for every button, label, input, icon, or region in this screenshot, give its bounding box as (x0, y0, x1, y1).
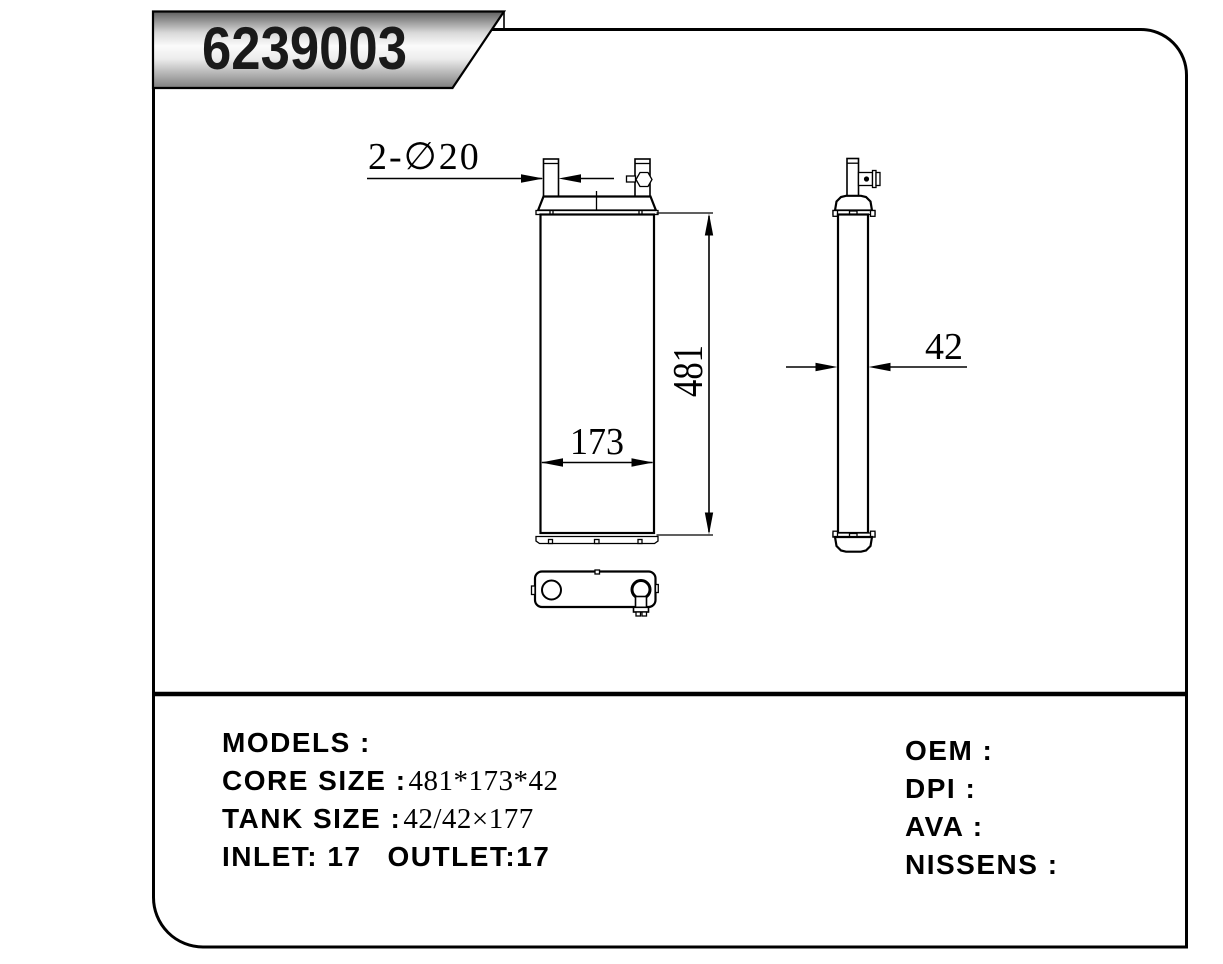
header-tab (869, 209, 876, 217)
bottom-view (530, 569, 659, 617)
dim-core-width-label: 173 (570, 421, 624, 463)
dim-core-depth: 42 (786, 326, 967, 372)
spec-tank-size: TANK SIZE :42/42×177 (222, 803, 534, 835)
dim-arrowhead (704, 213, 714, 236)
bleed-valve-stub (625, 175, 637, 183)
sheet-border (152, 28, 1188, 949)
spec-outlet: OUTLET:17 (388, 841, 551, 872)
spec-block: MODELS : CORE SIZE :481*173*42 TANK SIZE… (222, 727, 1059, 880)
side-pipe (846, 157, 860, 198)
spec-inlet-outlet: INLET: 17 OUTLET:17 (222, 841, 550, 872)
title-banner: 6239003 (151, 10, 507, 90)
spec-core-size-value: 481*173*42 (409, 765, 559, 797)
dim-arrowhead (815, 362, 838, 372)
spec-inlet: INLET: 17 (222, 841, 362, 872)
side-top-tank (833, 194, 874, 212)
bottom-valve-pin (641, 611, 648, 617)
side-body (836, 213, 870, 535)
dim-arrowhead (521, 174, 544, 183)
bottom-view-left-tab (530, 585, 536, 596)
spec-core-size-label: CORE SIZE : (222, 765, 407, 796)
front-core (539, 213, 656, 535)
header-tick (547, 538, 554, 545)
bottom-view-right-tab (654, 583, 659, 594)
side-view (832, 157, 881, 553)
dim-core-height-label: 481 (666, 345, 712, 397)
header-tab (832, 209, 839, 217)
bottom-valve-neck (634, 595, 648, 609)
header-tick (593, 538, 600, 545)
header-tick (637, 538, 643, 545)
spec-ava: AVA : (905, 811, 984, 842)
spec-dpi: DPI : (905, 773, 976, 804)
side-valve-dot (863, 176, 870, 182)
dim-arrowhead (558, 174, 581, 183)
front-left-pipe (542, 158, 560, 198)
front-view (535, 158, 659, 545)
dim-core-depth-label: 42 (925, 326, 963, 368)
dim-arrowhead (541, 458, 563, 467)
side-valve-end (875, 171, 881, 187)
spec-models: MODELS : (222, 727, 371, 758)
spec-oem: OEM : (905, 735, 993, 766)
sheet-frame (152, 28, 1188, 949)
spec-nissens: NISSENS : (905, 849, 1059, 880)
bleed-valve-hex (635, 171, 653, 188)
bottom-valve-foot (632, 606, 650, 613)
side-bottom-tank (833, 535, 874, 553)
dim-arrowhead (704, 512, 714, 535)
dim-arrowhead (631, 458, 654, 467)
dim-pipe-diameter-label: 2-∅20 (368, 136, 481, 178)
spec-tank-size-label: TANK SIZE : (222, 803, 401, 834)
bottom-valve-pin (635, 611, 642, 617)
bottom-view-top-notch (594, 569, 601, 575)
dim-core-width: 173 (541, 421, 654, 467)
dim-pipe-diameter: 2-∅20 (367, 136, 614, 183)
banner-shape (151, 10, 507, 90)
part-number: 6239003 (202, 15, 407, 82)
dim-arrowhead (868, 362, 891, 372)
spec-tank-size-value: 42/42×177 (403, 803, 533, 835)
dim-core-height: 481 (656, 212, 714, 536)
spec-core-size: CORE SIZE :481*173*42 (222, 765, 559, 797)
inlet-port-hole (541, 579, 562, 601)
